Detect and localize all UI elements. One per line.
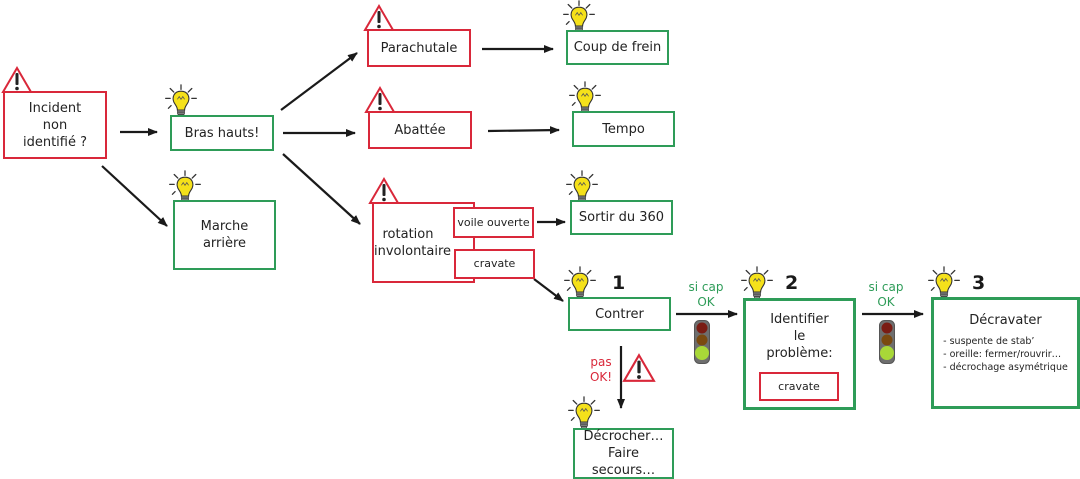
marche-arriere-node: Marche arrière [173, 200, 276, 270]
decrocher-line-1: Décrocher… [583, 429, 664, 444]
warning-triangle-icon [623, 354, 655, 382]
cravate-branch-node: cravate [454, 249, 535, 279]
step-number-3: 3 [972, 272, 986, 294]
edge-label-line: si cap [688, 280, 724, 294]
decravater-node: Décravater - suspente de stab’ - oreille… [931, 297, 1080, 409]
marche-arriere-line-1: Marche [200, 219, 249, 234]
edge-label-pas-ok: pas OK! [586, 355, 616, 385]
lightbulb-icon [569, 81, 601, 115]
bras-hauts-label: Bras hauts! [184, 125, 260, 141]
identifier-line-3: problème: [766, 346, 833, 361]
sortir-360-node: Sortir du 360 [570, 200, 673, 235]
warning-triangle-icon [2, 67, 32, 93]
edge-label-si-cap-ok-1: si cap OK [678, 280, 734, 310]
lightbulb-icon [928, 266, 960, 300]
voile-ouverte-label: voile ouverte [457, 215, 530, 229]
step-number-1: 1 [612, 272, 626, 294]
lightbulb-icon [568, 396, 600, 430]
decravater-item: - décrochage asymétrique [943, 362, 1068, 373]
traffic-light-green-icon [694, 320, 710, 364]
identifier-line-2: le [793, 329, 806, 344]
warning-triangle-icon [364, 5, 394, 31]
parachutale-label: Parachutale [380, 40, 458, 56]
incident-line-2: non [42, 117, 68, 133]
warning-triangle-icon [369, 178, 399, 204]
decrocher-line-2: Faire secours… [591, 446, 656, 478]
identifier-line-1: Identifier [770, 312, 829, 327]
identifier-cravate-label: cravate [778, 379, 820, 393]
rotation-line-2: involontaire [374, 243, 452, 259]
incident-node: Incident non identifié ? [3, 91, 107, 159]
bras-hauts-node: Bras hauts! [170, 115, 274, 151]
sortir-360-label: Sortir du 360 [578, 210, 665, 225]
contrer-node: Contrer [568, 297, 671, 331]
decrocher-node: Décrocher… Faire secours… [573, 428, 674, 479]
coup-de-frein-node: Coup de frein [566, 30, 669, 65]
coup-de-frein-label: Coup de frein [573, 40, 662, 55]
tempo-node: Tempo [572, 111, 675, 147]
identifier-cravate-node: cravate [759, 372, 839, 401]
decravater-item: - suspente de stab’ [943, 336, 1035, 347]
rotation-line-1: rotation [382, 226, 434, 242]
decravater-list: - suspente de stab’ - oreille: fermer/ro… [943, 335, 1068, 374]
traffic-light-green-icon [879, 320, 895, 364]
marche-arriere-line-2: arrière [202, 236, 247, 251]
edge-label-si-cap-ok-2: si cap OK [858, 280, 914, 310]
warning-triangle-icon [365, 87, 395, 113]
decravater-title: Décravater [969, 313, 1042, 328]
decravater-item: - oreille: fermer/rouvrir… [943, 349, 1062, 360]
lightbulb-icon [165, 84, 197, 118]
edge-label-line: pas [590, 355, 612, 369]
arrow-incident-to-marche-arriere [101, 165, 168, 227]
arrow-bras-hauts-to-parachutale [280, 52, 358, 111]
abattee-node: Abattée [368, 111, 472, 149]
contrer-label: Contrer [595, 306, 644, 322]
incident-line-3: identifié ? [22, 134, 88, 150]
edge-label-line: OK! [589, 370, 613, 384]
voile-ouverte-node: voile ouverte [453, 207, 534, 238]
arrow-cravate-to-contrer [533, 278, 564, 302]
abattee-label: Abattée [394, 122, 446, 138]
lightbulb-icon [169, 170, 201, 204]
tempo-label: Tempo [602, 121, 645, 137]
edge-label-line: si cap [868, 280, 904, 294]
cravate-branch-label: cravate [473, 257, 516, 270]
incident-line-1: Incident [28, 100, 82, 116]
edge-label-line: OK [697, 295, 715, 309]
parachutale-node: Parachutale [367, 29, 471, 67]
lightbulb-icon [566, 170, 598, 204]
edge-label-line: OK [877, 295, 895, 309]
lightbulb-icon [741, 266, 773, 300]
lightbulb-icon [564, 266, 596, 300]
lightbulb-icon [563, 0, 595, 34]
arrow-abattee-to-tempo [487, 126, 560, 135]
step-number-2: 2 [785, 272, 799, 294]
arrow-bras-hauts-to-rotation [282, 153, 361, 225]
